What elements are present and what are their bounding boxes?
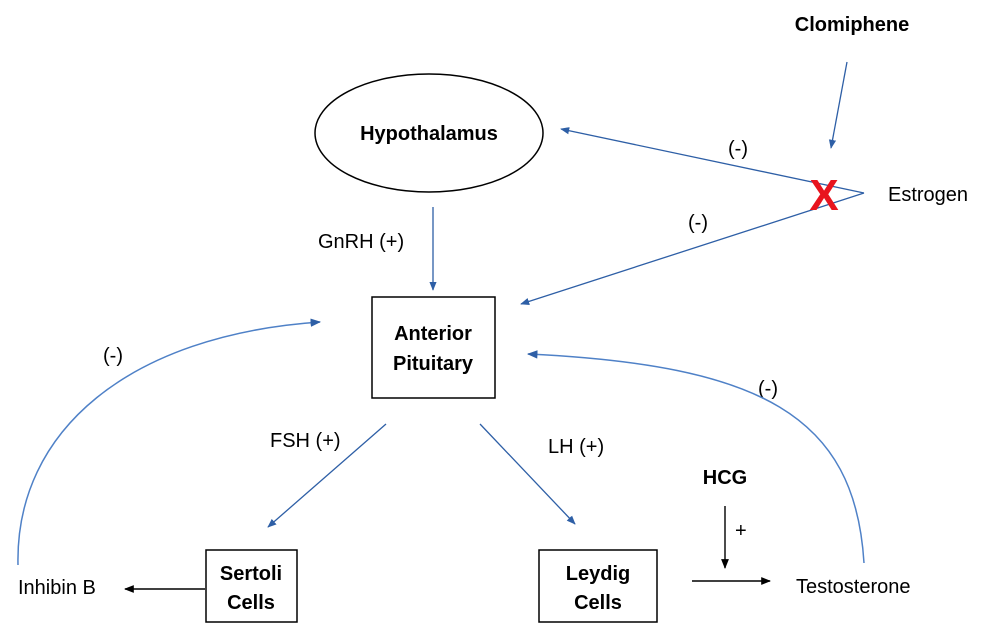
testosterone-label: Testosterone xyxy=(796,576,911,598)
hcg-label: HCG xyxy=(703,467,747,489)
hypothalamus-label: Hypothalamus xyxy=(360,123,498,145)
fsh-arrow xyxy=(267,423,387,528)
lh-edge-label: LH (+) xyxy=(548,436,604,458)
testosterone-feedback-edge-label: (-) xyxy=(758,378,778,400)
hypothalamus-node xyxy=(314,73,544,193)
estrogen-pituitary-edge-label: (-) xyxy=(688,212,708,234)
inhibin-b-label: Inhibin B xyxy=(18,577,96,599)
clomiphene-label: Clomiphene xyxy=(795,14,909,36)
leydig-cells-label-line2: Cells xyxy=(574,592,622,614)
leydig-cells-node xyxy=(538,549,658,623)
clomiphene-arrow xyxy=(828,61,848,149)
estrogen-label: Estrogen xyxy=(888,184,968,206)
anterior-pituitary-label-line1: Anterior xyxy=(394,323,472,345)
sertoli-cells-node xyxy=(205,549,298,623)
gnrh-edge-label: GnRH (+) xyxy=(318,231,404,253)
estrogen-to-pituitary-arrow xyxy=(520,192,865,305)
inhibin-feedback-curve xyxy=(17,318,322,566)
lh-arrow xyxy=(479,423,576,525)
testosterone-feedback-curve xyxy=(526,350,865,564)
clomiphene-block-mark: X xyxy=(809,171,838,220)
fsh-edge-label: FSH (+) xyxy=(270,430,341,452)
hcg-plus-label: + xyxy=(735,520,747,542)
leydig-cells-label-line1: Leydig xyxy=(566,563,630,585)
estrogen-hypothalamus-edge-label: (-) xyxy=(728,138,748,160)
inhibin-feedback-edge-label: (-) xyxy=(103,345,123,367)
anterior-pituitary-label-line2: Pituitary xyxy=(393,353,474,375)
anterior-pituitary-node xyxy=(371,296,496,399)
sertoli-cells-label-line1: Sertoli xyxy=(220,563,282,585)
sertoli-cells-label-line2: Cells xyxy=(227,592,275,614)
estrogen-to-hypothalamus-arrow xyxy=(560,127,865,194)
